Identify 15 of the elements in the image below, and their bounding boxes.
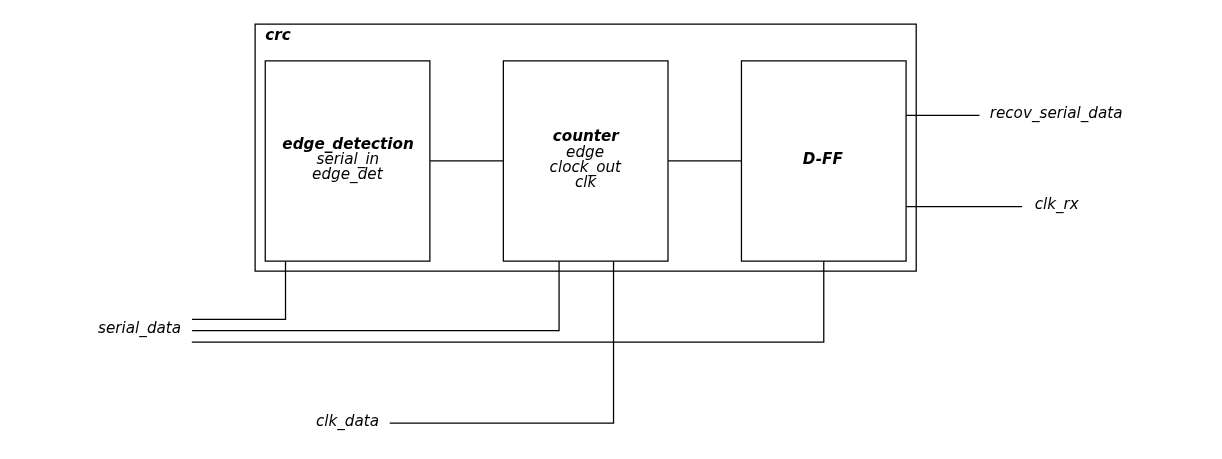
connector — [905, 114, 981, 116]
connector — [191, 260, 560, 331]
node-box: counter edge clock_out clk — [502, 59, 669, 262]
node-text: serial_data — [98, 318, 182, 337]
connector — [667, 159, 742, 162]
node-box: edge_detection serial_in edge_det — [264, 59, 431, 262]
node-text: clk_data — [315, 411, 380, 430]
connector — [191, 259, 825, 343]
connector — [389, 260, 615, 424]
node-text: recov_serial_data — [989, 103, 1123, 122]
connector — [905, 205, 1023, 207]
connector — [429, 159, 504, 162]
connector — [191, 260, 287, 320]
node-box: D-FF — [740, 59, 907, 262]
node-text: clk_rx — [1034, 194, 1079, 213]
